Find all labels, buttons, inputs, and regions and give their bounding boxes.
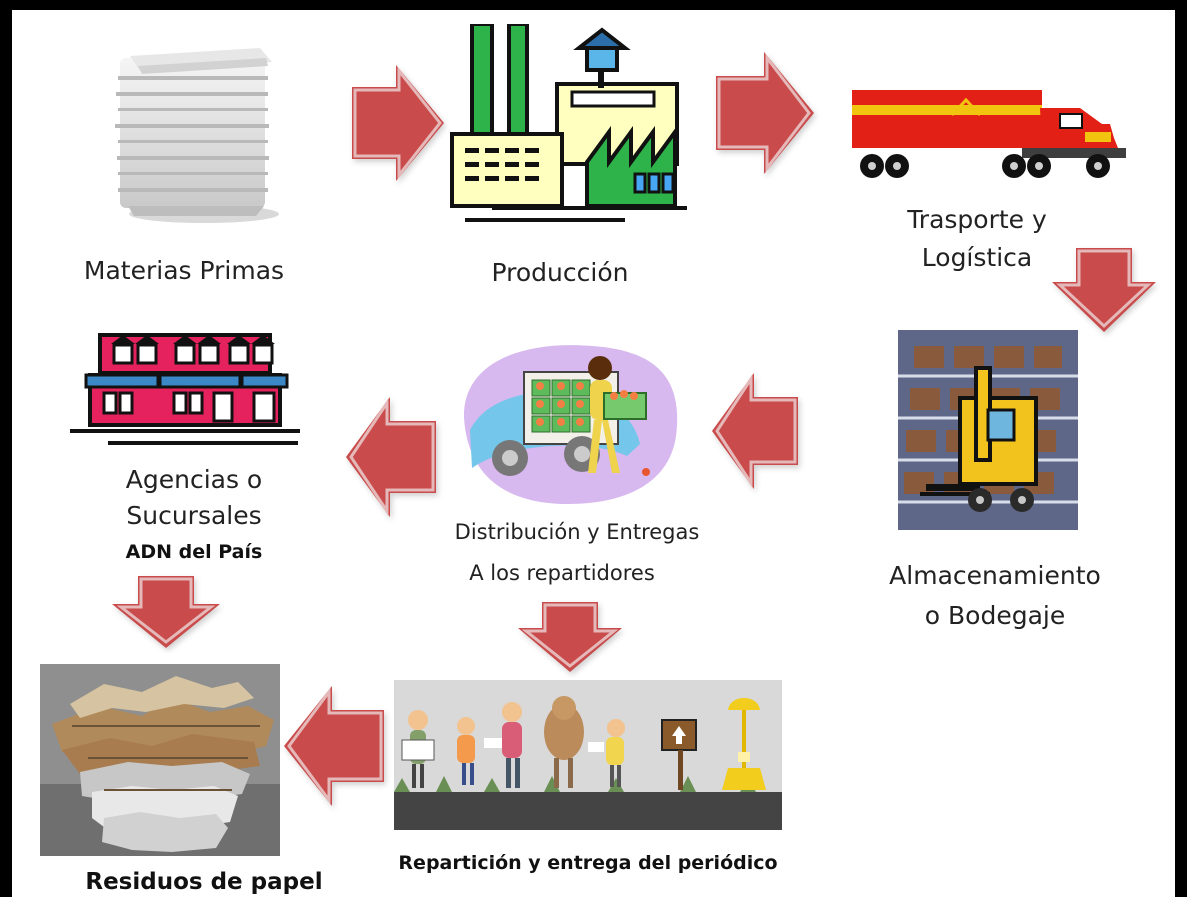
arrow-left-icon	[346, 397, 436, 517]
arrow-right-top-1	[352, 65, 444, 181]
agencias-node	[70, 317, 320, 447]
arrow-down-right-column	[1052, 248, 1156, 332]
diagram-stage: Materias Primas	[12, 10, 1175, 897]
produccion-node	[447, 22, 702, 236]
arrow-left-icon	[712, 373, 798, 489]
arrow-down-icon	[518, 602, 622, 672]
materias-primas-label: Materias Primas	[83, 256, 285, 285]
arrow-left-icon	[284, 686, 384, 806]
transporte-label-line-1: Trasporte y	[907, 205, 1047, 234]
paper-waste-icon	[40, 664, 280, 856]
delivery-van-icon	[463, 345, 678, 504]
arrow-down-left-column	[112, 576, 220, 648]
arrow-down-center	[518, 602, 622, 672]
truck-icon	[852, 90, 1126, 178]
materias-primas-node	[100, 38, 305, 228]
reparticion-label: Repartición y entrega del periódico	[398, 852, 778, 874]
arrow-down-icon	[1052, 248, 1156, 332]
newspaper-delivery-scene-icon	[394, 680, 782, 830]
residuos-node	[40, 664, 280, 856]
almacenamiento-label-line-2: o Bodegaje	[924, 601, 1066, 630]
arrow-down-icon	[112, 576, 220, 648]
distribucion-node	[452, 328, 690, 513]
arrow-right-icon	[352, 65, 444, 181]
residuos-label: Residuos de papel	[85, 869, 323, 895]
distribucion-label-line-1: Distribución y Entregas	[454, 520, 700, 544]
storefront-icon	[70, 333, 300, 445]
transporte-node	[852, 90, 1132, 180]
arrow-right-icon	[716, 52, 814, 174]
almacenamiento-label-line-1: Almacenamiento	[889, 561, 1101, 590]
arrow-right-top-2	[716, 52, 814, 174]
transporte-label-line-2: Logística	[921, 243, 1033, 272]
arrow-left-bottom	[284, 686, 384, 806]
factory-icon	[450, 22, 687, 222]
arrow-left-middle-left	[346, 397, 436, 517]
almacenamiento-node	[898, 330, 1078, 530]
arrow-left-middle-right	[712, 373, 798, 489]
distribucion-label-line-2: A los repartidores	[469, 561, 655, 585]
produccion-label: Producción	[491, 258, 629, 287]
agencias-label-line-2: Sucursales	[126, 501, 262, 530]
agencias-label-line-1: Agencias o	[125, 465, 263, 494]
paper-stack-icon	[115, 48, 279, 223]
agencias-label-line-3: ADN del País	[125, 541, 263, 563]
reparticion-node	[394, 680, 782, 830]
warehouse-forklift-icon	[898, 330, 1078, 530]
